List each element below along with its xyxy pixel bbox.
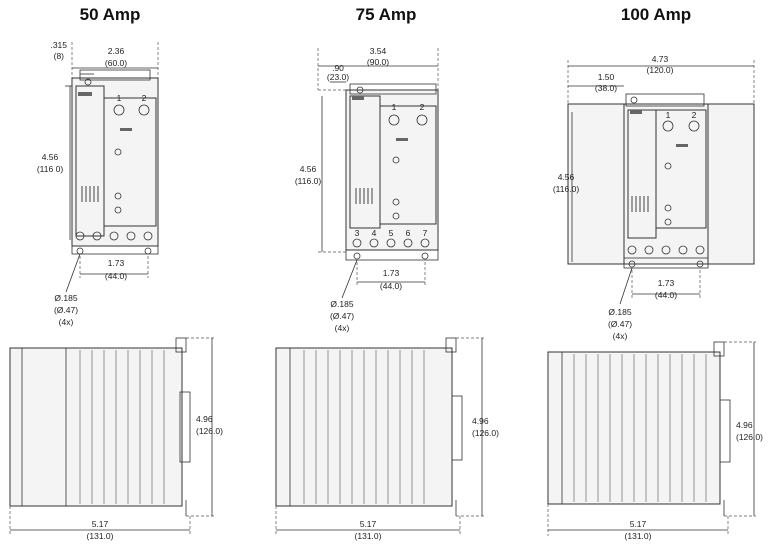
mount-spacing-in: 1.73 [658,278,675,288]
bottom-terminal-3: 3 [355,228,360,238]
bottom-terminal-5: 5 [389,228,394,238]
total-width-in: 3.54 [370,46,387,56]
hole-diameter-mm: (Ø.47) [330,311,354,321]
bottom-terminal-4: 4 [372,228,377,238]
depth-mm: (131.0) [355,531,382,541]
depth-in: 5.17 [630,519,647,529]
mount-spacing-mm: (44.0) [380,281,402,291]
total-width-mm: (90.0) [367,57,389,67]
front-view-75-amp: 1 2 3 4 5 6 7 3.54 (90.0) .90 (23.0) 4.5… [295,46,439,333]
total-width-in: 4.73 [652,54,669,64]
heading-75-amp: 75 Amp [356,5,417,24]
mount-spacing-mm: (44.0) [105,271,127,281]
terminal-1-label: 1 [666,110,671,120]
total-width-mm: (60.0) [105,58,127,68]
height-in: 4.56 [558,172,575,182]
depth-in: 5.17 [360,519,377,529]
height-in: 4.56 [42,152,59,162]
bottom-terminal-block [75,231,153,241]
total-width-mm: (120.0) [647,65,674,75]
hole-quantity: (4x) [59,317,74,327]
hole-diameter-mm: (Ø.47) [608,319,632,329]
hole-diameter-in: Ø.185 [608,307,631,317]
bottom-terminal-7: 7 [423,228,428,238]
height-mm: (116 0) [37,164,63,174]
side-height-mm: (126.0) [736,432,763,442]
depth-mm: (131.0) [625,531,652,541]
width-offset-mm: (23.0) [327,72,349,82]
width-offset-in: .315 [50,40,67,50]
height-mm: (116.0) [553,184,579,194]
heading-50-amp: 50 Amp [80,5,141,24]
side-view-50-amp: 4.96 (126.0) 5.17 (131.0) [9,337,223,541]
terminal-2-label: 2 [692,110,697,120]
side-view-100-amp: 4.96 (126.0) 5.17 (131.0) [547,341,763,541]
height-in: 4.56 [300,164,317,174]
height-mm: (116.0) [295,176,321,186]
terminal-2-label: 2 [142,93,147,103]
hole-diameter-mm: (Ø.47) [54,305,78,315]
terminal-2-label: 2 [420,102,425,112]
width-offset-mm: (38.0) [595,83,617,93]
hole-diameter-in: Ø.185 [54,293,77,303]
side-height-mm: (126.0) [196,426,223,436]
depth-in: 5.17 [92,519,109,529]
side-height-in: 4.96 [736,420,753,430]
side-height-in: 4.96 [472,416,489,426]
hole-quantity: (4x) [613,331,628,341]
total-width-in: 2.36 [108,46,125,56]
terminal-1-label: 1 [117,93,122,103]
terminal-1-label: 1 [392,102,397,112]
front-view-50-amp: 1 2 .315 (8) 2.36 (60.0) 4.56 (116 [37,40,159,327]
hole-diameter-in: Ø.185 [330,299,353,309]
width-offset-in: 1.50 [598,72,615,82]
depth-mm: (131.0) [87,531,114,541]
mount-spacing-in: 1.73 [383,268,400,278]
heading-100-amp: 100 Amp [621,5,691,24]
side-height-in: 4.96 [196,414,213,424]
bottom-terminal-6: 6 [406,228,411,238]
mount-spacing-in: 1.73 [108,258,125,268]
side-height-mm: (126.0) [472,428,499,438]
width-offset-in: .90 [332,63,344,73]
front-view-100-amp: 1 2 4.73 (120.0) 1.50 (38.0) 4.56 (116.0… [553,54,755,341]
side-view-75-amp: 4.96 (126.0) 5.17 (131.0) [275,337,499,541]
hole-quantity: (4x) [335,323,350,333]
width-offset-mm: (8) [54,51,65,61]
mount-spacing-mm: (44.0) [655,290,677,300]
